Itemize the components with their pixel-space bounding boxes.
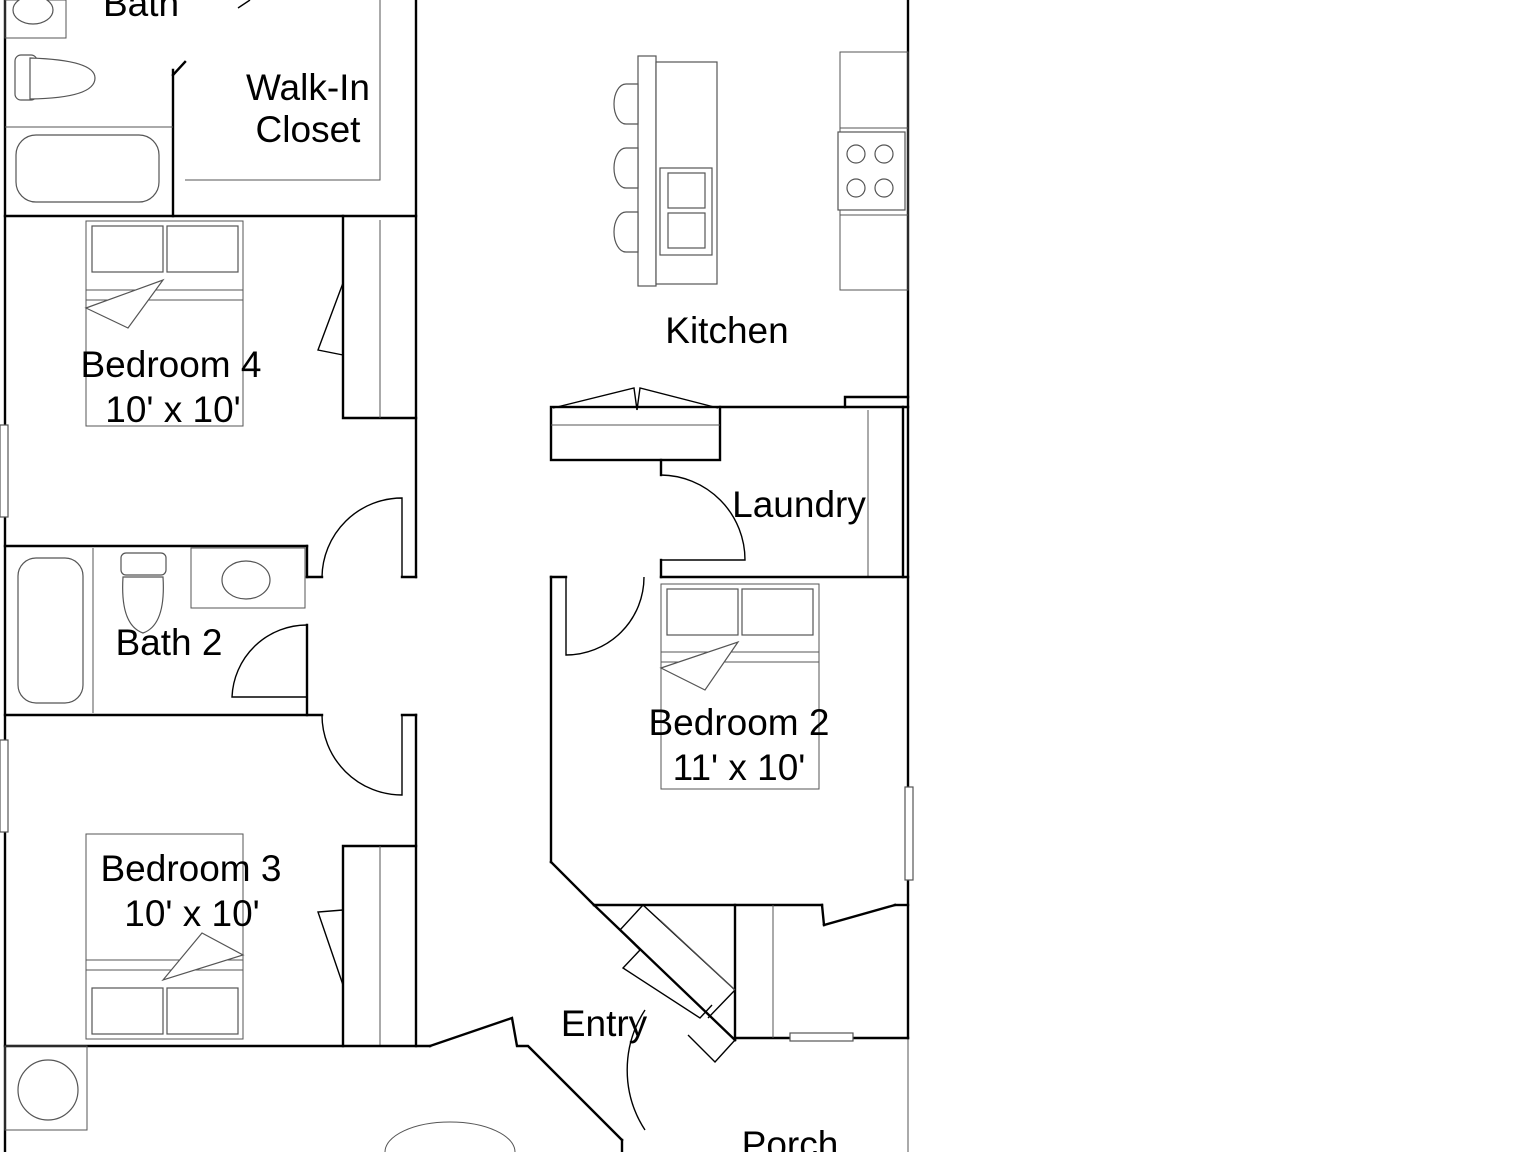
label-bedroom3: Bedroom 3 [101,848,282,889]
door-swings [231,0,746,1131]
walls [3,0,910,1152]
label-bedroom3-size: 10' x 10' [124,893,260,934]
bed-bedroom3 [85,833,245,1040]
label-bedroom2: Bedroom 2 [649,702,830,743]
room-labels: Bath Walk-In Closet Kitchen Bedroom 4 10… [81,0,867,1152]
label-kitchen: Kitchen [665,310,788,351]
windows [0,424,914,881]
label-laundry: Laundry [732,484,866,525]
label-closet: Closet [256,109,362,150]
label-porch: Porch [742,1124,839,1152]
bed-bedroom4 [84,220,244,427]
fixtures [4,0,909,1152]
label-entry: Entry [561,1003,648,1044]
label-bedroom2-size: 11' x 10' [673,747,806,788]
label-bath-top: Bath [103,0,179,24]
bed-bedroom2 [659,583,820,790]
label-bath2: Bath 2 [116,622,223,663]
label-bedroom4: Bedroom 4 [81,344,262,385]
label-bedroom4-size: 10' x 10' [105,389,241,430]
label-walk-in: Walk-In [246,67,370,108]
